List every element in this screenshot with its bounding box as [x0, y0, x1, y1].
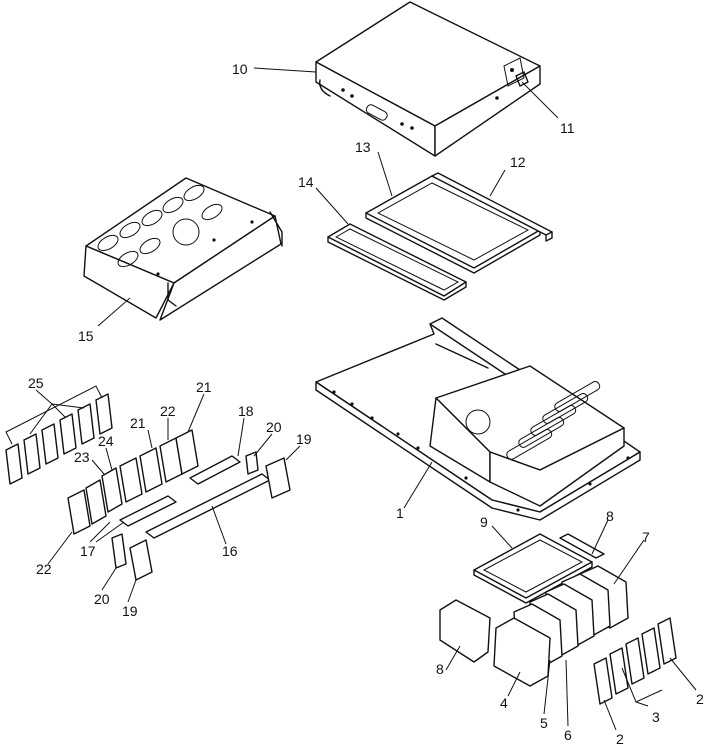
callout-22-bottom: 22 [36, 561, 52, 577]
callout-1: 1 [396, 505, 404, 521]
part-24-seal [101, 467, 123, 513]
callout-8-bottom: 8 [436, 661, 444, 677]
callout-11: 11 [560, 120, 575, 136]
callout-10: 10 [232, 61, 248, 77]
callout-19-bottom: 19 [122, 603, 138, 619]
callout-22-top: 22 [160, 403, 176, 419]
part-22-seal-large [67, 489, 91, 535]
part-18-seal-strip [189, 455, 241, 485]
callout-23: 23 [74, 449, 90, 465]
part-11-bracket [515, 71, 529, 87]
callout-6: 6 [564, 727, 572, 743]
callout-16: 16 [222, 543, 238, 559]
callout-25: 25 [28, 375, 44, 391]
part-19-seal-block [129, 457, 291, 581]
part-25-seal-row [5, 393, 113, 485]
part-2-3-small-seals [593, 617, 677, 705]
callout-5: 5 [540, 715, 548, 731]
part-9-seal-frame [473, 533, 593, 604]
callout-20-top: 20 [266, 419, 282, 435]
callout-21-right: 21 [196, 379, 212, 395]
callout-9: 9 [480, 514, 488, 530]
callout-20-bottom: 20 [94, 591, 110, 607]
part-15-perforated-cover [83, 177, 283, 321]
part-1-base-frame [315, 317, 641, 521]
callout-21-left: 21 [130, 415, 146, 431]
part-14-gasket-strip [327, 223, 467, 301]
callout-2-bottom: 2 [616, 731, 624, 746]
callout-24: 24 [98, 433, 114, 449]
callout-4: 4 [500, 695, 508, 711]
part-21-seal-set [119, 429, 199, 503]
callout-3: 3 [652, 709, 660, 725]
callout-8-top: 8 [606, 508, 614, 524]
part-23-seal [85, 479, 107, 525]
callout-19-top: 19 [296, 431, 312, 447]
callout-18: 18 [238, 403, 254, 419]
callout-12: 12 [510, 154, 526, 170]
callout-2-right: 2 [696, 691, 704, 707]
callout-labels: 10 11 13 12 14 15 25 21 21 22 18 20 19 2… [28, 61, 704, 746]
callout-14: 14 [298, 174, 314, 190]
callout-15: 15 [78, 328, 94, 344]
part-17-seal-strip [119, 495, 177, 527]
part-20-small-seal [111, 451, 259, 569]
part-12-seal-strip [431, 172, 553, 242]
part-10-top-cover [315, 1, 541, 157]
callout-13: 13 [355, 139, 371, 155]
callout-17: 17 [80, 543, 96, 559]
callout-7: 7 [642, 529, 650, 545]
